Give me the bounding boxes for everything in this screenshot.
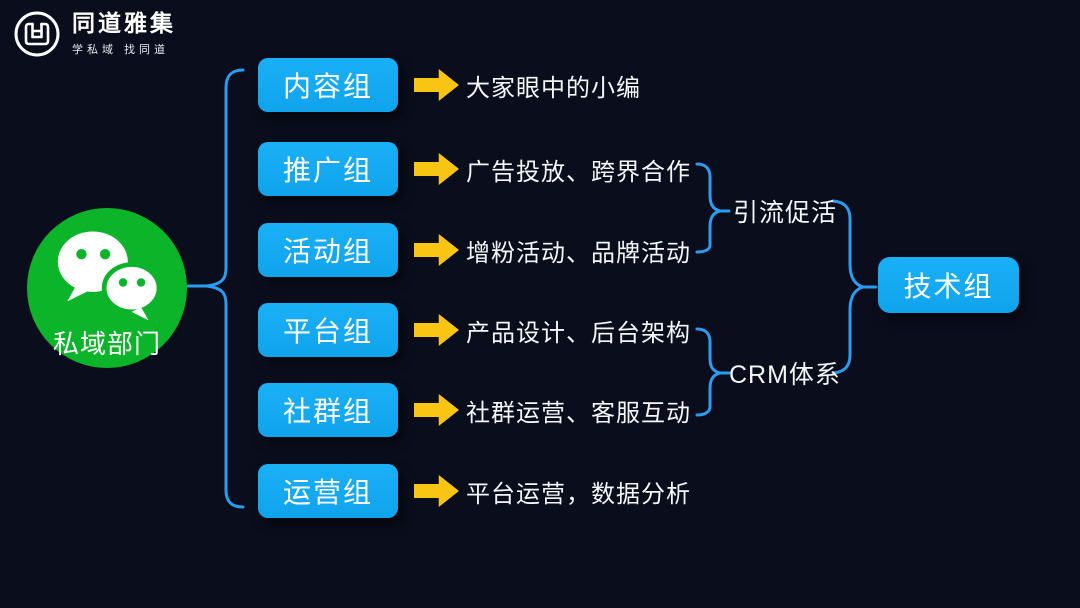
group1-brace [695,162,721,254]
right-arrow-icon [414,314,459,346]
brand-logo-icon [14,11,60,57]
brand: 同道雅集 学私域 找同道 [13,10,176,58]
group2-brace [695,327,721,417]
team-box-content: 内容组 [258,58,398,112]
team-box-platform: 平台组 [258,303,398,357]
right-arrow-icon [414,394,459,426]
team-box-operations: 运营组 [258,464,398,518]
wechat-icon [57,231,162,321]
team-box-events: 活动组 [258,223,398,277]
team-desc-events: 增粉活动、品牌活动 [466,239,691,267]
right-arrow-icon [414,69,459,101]
left-brace [206,68,245,509]
team-desc-operations: 平台运营，数据分析 [466,480,691,508]
root-node-private-domain-dept: 私域部门 [27,208,187,368]
team-box-promotion: 推广组 [258,142,398,196]
team-desc-platform: 产品设计、后台架构 [466,319,691,347]
right-arrow-icon [414,234,459,266]
team-desc-community: 社群运营、客服互动 [466,399,691,427]
brand-tagline: 学私域 找同道 [72,43,170,56]
team-desc-content: 大家眼中的小编 [466,74,641,102]
team-box-community: 社群组 [258,383,398,437]
result-box-tech: 技术组 [878,257,1019,313]
right-arrow-icon [414,475,459,507]
team-desc-promotion: 广告投放、跨界合作 [466,158,691,186]
brand-text: 同道雅集 学私域 找同道 [72,11,176,56]
group-label-crm: CRM体系 [729,361,841,389]
root-node-label: 私域部门 [52,329,161,359]
result-brace [831,199,869,375]
right-arrow-icon [414,153,459,185]
brand-title: 同道雅集 [72,10,176,37]
group-label-traffic: 引流促活 [733,199,838,227]
